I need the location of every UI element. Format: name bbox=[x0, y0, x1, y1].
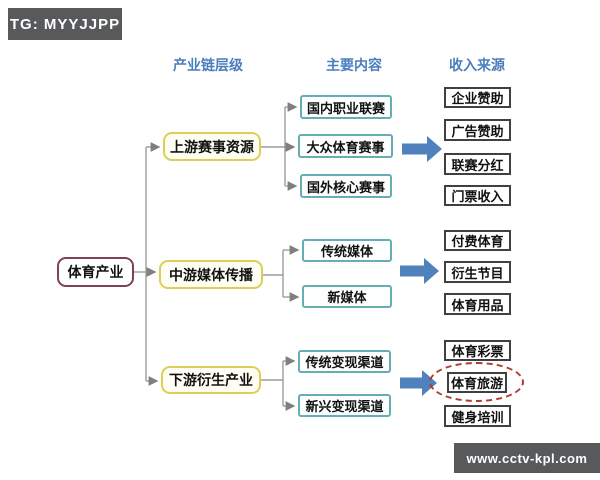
flow-arrow-1-icon bbox=[402, 136, 442, 162]
node-sports-tourism: 体育旅游 bbox=[447, 372, 507, 393]
column-header-industry-chain-level: 产业链层级 bbox=[173, 57, 243, 73]
watermark-bottom-right: www.cctv-kpl.com bbox=[454, 443, 600, 473]
group1-branch-connectors bbox=[261, 102, 298, 191]
node-downstream-derivative-industry: 下游衍生产业 bbox=[161, 366, 261, 394]
node-corporate-sponsorship: 企业赞助 bbox=[444, 87, 511, 108]
node-domestic-pro-leagues: 国内职业联赛 bbox=[300, 95, 392, 119]
node-mass-sports-events: 大众体育赛事 bbox=[298, 134, 393, 158]
flow-arrow-3-icon bbox=[400, 370, 437, 396]
node-new-media: 新媒体 bbox=[302, 285, 392, 308]
node-sports-industry: 体育产业 bbox=[57, 257, 134, 287]
node-sports-lottery: 体育彩票 bbox=[444, 340, 511, 361]
group3-branch-connectors bbox=[261, 356, 296, 411]
node-ad-sponsorship: 广告赞助 bbox=[444, 119, 511, 141]
node-foreign-core-events: 国外核心赛事 bbox=[300, 174, 392, 198]
node-derivative-programs: 衍生节目 bbox=[444, 261, 511, 283]
node-fitness-training: 健身培训 bbox=[444, 405, 511, 427]
node-new-monetization-channels: 新兴变现渠道 bbox=[298, 394, 391, 417]
node-midstream-media: 中游媒体传播 bbox=[159, 260, 263, 289]
node-upstream-event-resources: 上游赛事资源 bbox=[163, 132, 261, 161]
root-trunk-connectors bbox=[134, 142, 161, 386]
group2-branch-connectors bbox=[263, 245, 300, 302]
node-traditional-monetization-channels: 传统变现渠道 bbox=[298, 350, 391, 373]
node-league-dividends: 联赛分红 bbox=[444, 153, 511, 175]
highlight-ellipse bbox=[429, 362, 524, 402]
node-ticket-revenue: 门票收入 bbox=[444, 185, 511, 206]
flow-arrow-2-icon bbox=[400, 258, 439, 284]
column-header-main-content: 主要内容 bbox=[326, 57, 382, 73]
node-traditional-media: 传统媒体 bbox=[302, 239, 392, 262]
node-paid-sports: 付费体育 bbox=[444, 230, 511, 251]
node-sporting-goods: 体育用品 bbox=[444, 293, 511, 315]
watermark-top-left: TG: MYYJJPP bbox=[8, 8, 122, 40]
column-header-income-source: 收入来源 bbox=[449, 57, 505, 73]
